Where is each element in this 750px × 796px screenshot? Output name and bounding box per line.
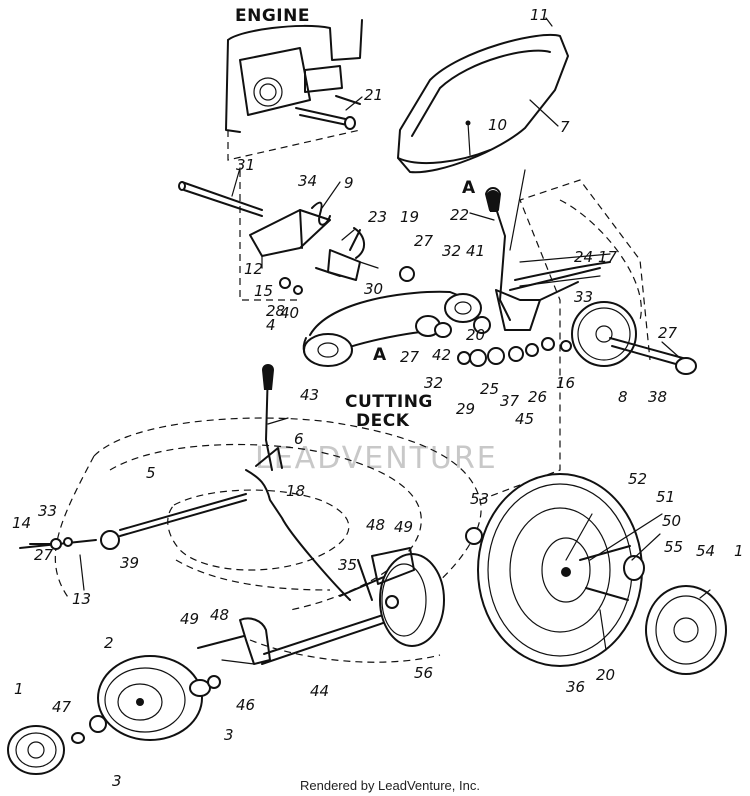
callout-16: 16 <box>556 374 575 392</box>
callout-44: 44 <box>310 682 329 700</box>
callout-52: 52 <box>628 470 647 488</box>
callout-26: 26 <box>528 388 547 406</box>
callout-32: 32 <box>442 242 461 260</box>
belt-cover-7 <box>397 17 569 174</box>
callout-36: 36 <box>566 678 585 696</box>
sprocket-and-axle <box>457 301 697 375</box>
callout-50: 50 <box>662 512 681 530</box>
deck-label: DECK <box>356 411 410 431</box>
callout-20: 20 <box>596 666 615 684</box>
engine-illustration <box>225 19 363 161</box>
reference-a-top: A <box>462 178 476 198</box>
callout-27: 27 <box>414 232 434 250</box>
callout-47: 47 <box>52 698 72 716</box>
callout-41: 41 <box>466 242 485 260</box>
clutch-lever-and-chain <box>485 169 642 331</box>
callout-46: 46 <box>236 696 255 714</box>
callout-3: 3 <box>224 726 234 744</box>
callout-32: 32 <box>424 374 443 392</box>
callout-2: 2 <box>104 634 114 652</box>
callout-24: 24 <box>574 248 593 266</box>
callout-55: 55 <box>664 538 683 556</box>
callout-14: 14 <box>12 514 31 532</box>
callout-40: 40 <box>280 304 299 322</box>
height-adjust-linkage <box>19 364 393 665</box>
callout-25: 25 <box>480 380 499 398</box>
callout-31: 31 <box>236 156 255 174</box>
callout-21: 21 <box>364 86 383 104</box>
callout-10: 10 <box>488 116 507 134</box>
callout-3: 3 <box>112 772 122 790</box>
callout-29: 29 <box>456 400 475 418</box>
callout-6: 6 <box>294 430 304 448</box>
callout-9: 9 <box>344 174 354 192</box>
callout-27: 27 <box>658 324 678 342</box>
drive-belt-and-pulleys <box>302 266 491 367</box>
callout-54: 54 <box>696 542 715 560</box>
callout-13: 13 <box>72 590 91 608</box>
callout-15: 15 <box>254 282 273 300</box>
reference-a-mid: A <box>373 345 387 365</box>
callout-45: 45 <box>515 410 534 428</box>
callout-4: 4 <box>266 316 276 334</box>
callout-33: 33 <box>574 288 593 306</box>
leader-lines <box>231 96 711 599</box>
callout-1: 1 <box>14 680 24 698</box>
callout-27: 27 <box>34 546 54 564</box>
callout-18: 18 <box>286 482 305 500</box>
callout-34: 34 <box>298 172 317 190</box>
callout-48: 48 <box>366 516 385 534</box>
engine-label: ENGINE <box>235 6 310 26</box>
callout-30: 30 <box>364 280 383 298</box>
cutting-deck <box>54 179 651 663</box>
front-wheel-assembly <box>7 655 221 775</box>
callout-27: 27 <box>400 348 420 366</box>
callout-51: 51 <box>656 488 675 506</box>
callout-56: 56 <box>414 664 433 682</box>
rod-and-bracket-assembly <box>178 170 379 301</box>
drive-wheel-52 <box>465 473 727 675</box>
rear-wheel-56 <box>371 547 445 647</box>
callout-43: 43 <box>300 386 319 404</box>
callout-49: 49 <box>180 610 199 628</box>
cutting-label: CUTTING <box>345 392 433 412</box>
callout-49: 49 <box>394 518 413 536</box>
callout-35: 35 <box>338 556 357 574</box>
callout-48: 48 <box>210 606 229 624</box>
credit-text: Rendered by LeadVenture, Inc. <box>300 778 480 793</box>
callout-7: 7 <box>560 118 570 136</box>
callout-42: 42 <box>432 346 451 364</box>
callout-11: 11 <box>530 6 549 24</box>
callout-37: 37 <box>500 392 520 410</box>
watermark: LEADVENTURE <box>255 441 498 476</box>
callout-28: 28 <box>266 302 285 320</box>
callout-12: 12 <box>244 260 263 278</box>
callout-8: 8 <box>618 388 628 406</box>
callout-39: 39 <box>120 554 139 572</box>
callout-19: 19 <box>400 208 419 226</box>
callout-53: 53 <box>470 490 489 508</box>
callout-20: 20 <box>466 326 485 344</box>
callout-38: 38 <box>648 388 667 406</box>
callout-5: 5 <box>146 464 156 482</box>
callout-33: 33 <box>38 502 57 520</box>
callout-1: 1 <box>734 542 744 560</box>
callout-23: 23 <box>368 208 387 226</box>
callout-22: 22 <box>450 206 469 224</box>
callout-17: 17 <box>598 248 618 266</box>
